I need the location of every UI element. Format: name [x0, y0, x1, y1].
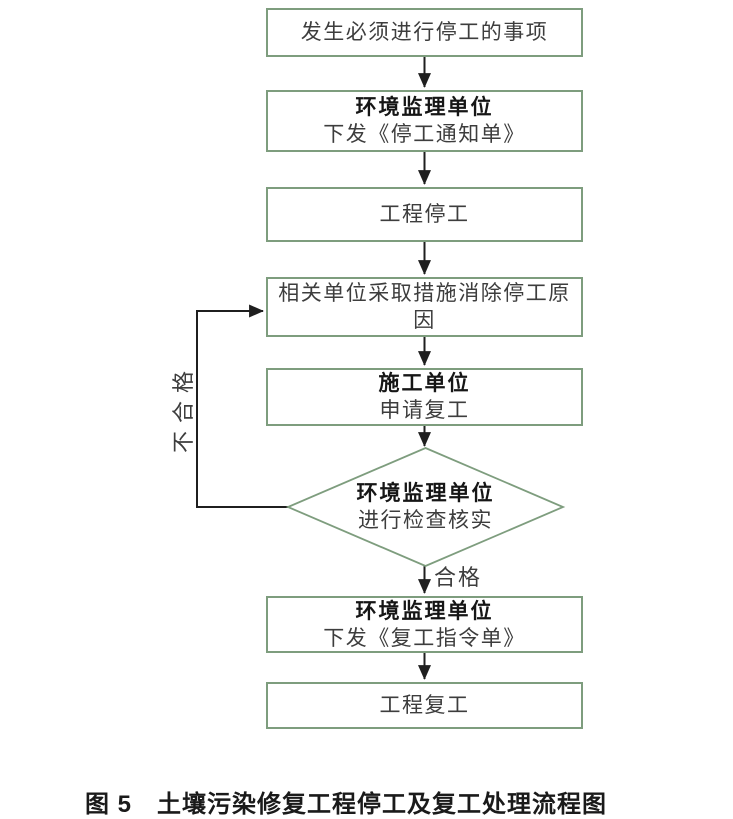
node-issue-stop-notice: 环境监理单位 下发《停工通知单》 — [266, 90, 583, 152]
node-line: 工程停工 — [379, 203, 470, 226]
node-line: 相关单位采取措施消除停工原因 — [278, 282, 571, 332]
node-line: 环境监理单位 — [355, 599, 494, 623]
node-line: 工程复工 — [379, 694, 470, 717]
node-apply-resume: 施工单位 申请复工 — [266, 368, 583, 426]
node-inspect-verify: 环境监理单位 进行检查核实 — [288, 448, 563, 566]
edge-label-fail: 不合格 — [171, 363, 196, 454]
figure-caption: 图 5 土壤污染修复工程停工及复工处理流程图 — [85, 791, 608, 818]
decision-diamond-shape — [285, 447, 566, 567]
node-line: 下发《复工指令单》 — [323, 626, 526, 650]
node-line: 进行检查核实 — [358, 509, 493, 532]
node-eliminate-cause: 相关单位采取措施消除停工原因 — [266, 277, 583, 337]
node-stop-event: 发生必须进行停工的事项 — [266, 8, 583, 57]
node-line: 环境监理单位 — [356, 482, 495, 505]
node-line: 环境监理单位 — [355, 96, 494, 119]
node-issue-resume-order: 环境监理单位 下发《复工指令单》 — [266, 596, 583, 653]
node-line: 下发《停工通知单》 — [323, 123, 526, 146]
node-project-resumed: 工程复工 — [266, 682, 583, 729]
arrow-fail-feedback — [196, 304, 288, 508]
edge-label-pass: 合格 — [434, 565, 483, 590]
node-line: 施工单位 — [378, 372, 471, 395]
node-project-stopped: 工程停工 — [266, 187, 583, 242]
node-line: 发生必须进行停工的事项 — [300, 21, 549, 44]
node-line: 申请复工 — [379, 399, 470, 422]
